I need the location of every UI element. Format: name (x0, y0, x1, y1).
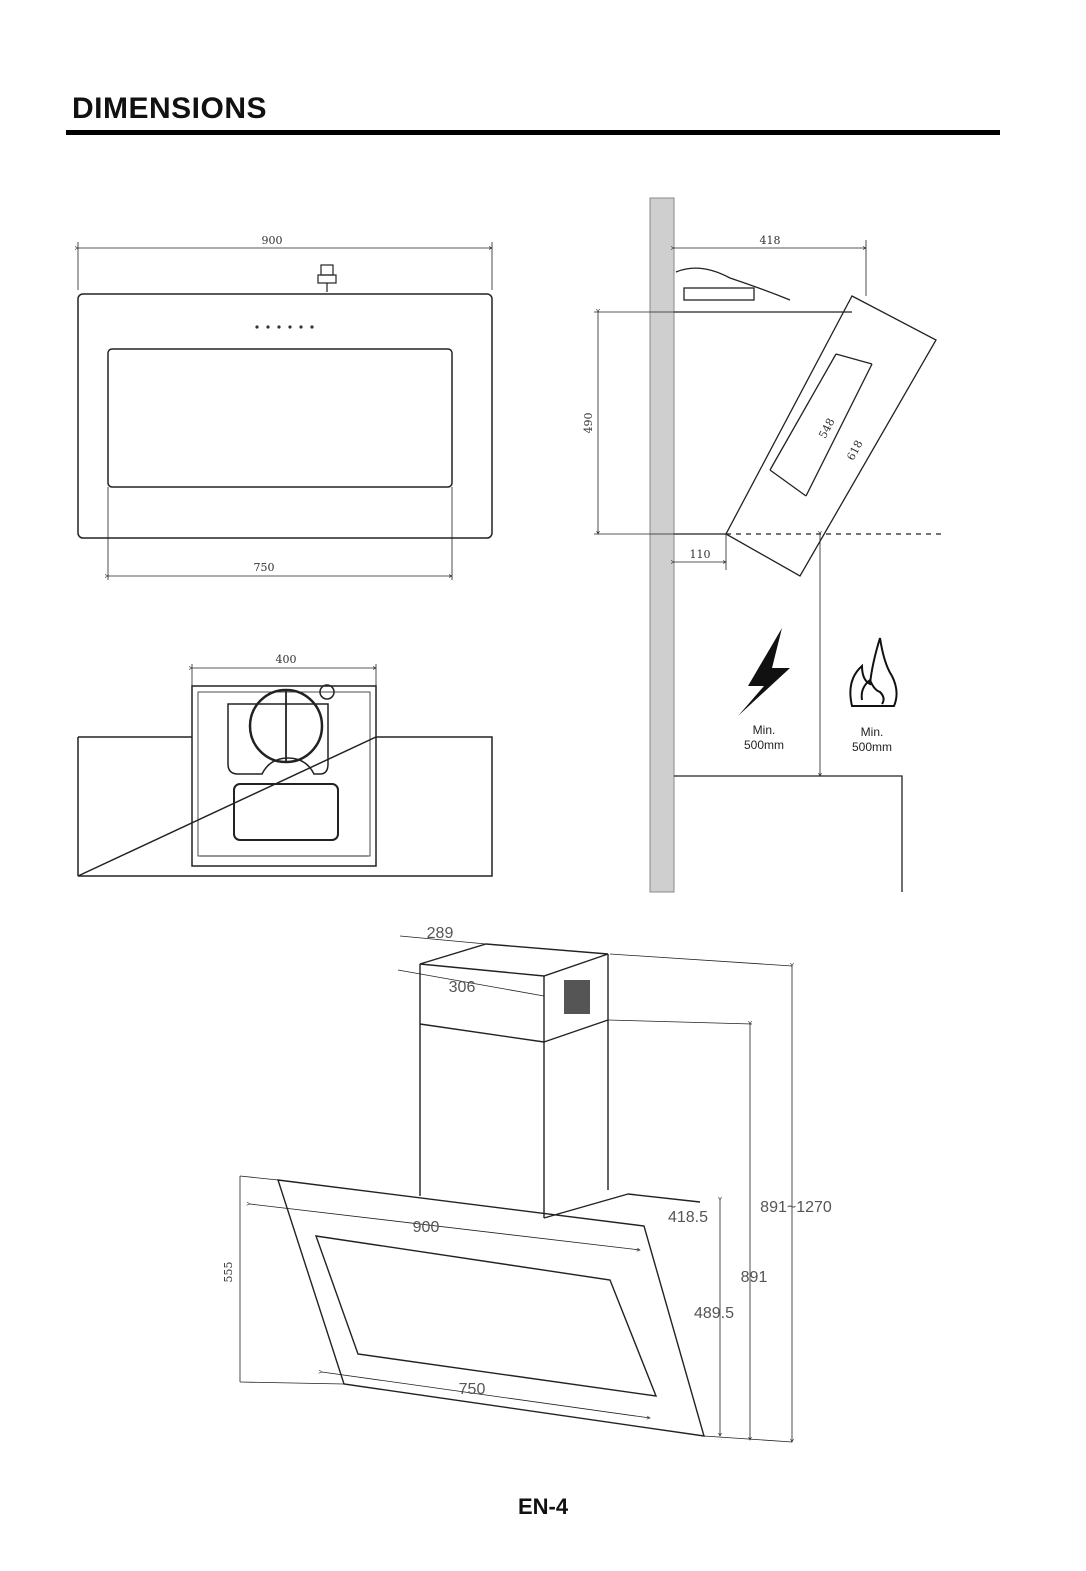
top-view (78, 664, 492, 876)
lightning-icon (738, 628, 790, 716)
side-glass-inner: 548 (816, 416, 837, 441)
iso-chimney-depth: 289 (427, 925, 454, 942)
warning-gas-line1: Min. (861, 725, 884, 739)
iso-height-range: 891~1270 (760, 1199, 832, 1216)
warning-electric-line2: 500mm (744, 738, 784, 752)
side-glass-outer: 618 (844, 438, 865, 463)
front-width-total: 900 (262, 234, 283, 247)
side-view (594, 198, 944, 892)
iso-panel-width: 750 (459, 1381, 486, 1398)
front-width-panel: 750 (254, 561, 275, 574)
iso-view (240, 936, 792, 1442)
iso-height-min: 891 (741, 1269, 768, 1286)
plug-icon (318, 265, 336, 292)
front-view (78, 242, 492, 580)
vent-grille (564, 980, 590, 1014)
page-number: EN-4 (0, 1494, 1086, 1520)
iso-hood-width: 900 (413, 1219, 440, 1236)
side-offset-bottom: 110 (690, 548, 711, 561)
control-buttons (255, 325, 313, 328)
warning-gas-line2: 500mm (852, 740, 892, 754)
top-depth: 400 (276, 653, 297, 666)
side-depth-top: 418 (760, 234, 781, 247)
side-height: 490 (582, 413, 595, 434)
iso-chimney-width: 306 (449, 979, 476, 996)
iso-side-height: 555 (222, 1262, 235, 1283)
warning-electric-line1: Min. (753, 723, 776, 737)
iso-hood-depth: 418.5 (668, 1209, 708, 1226)
iso-height-hood: 489.5 (694, 1305, 734, 1322)
flame-icon (850, 638, 896, 706)
